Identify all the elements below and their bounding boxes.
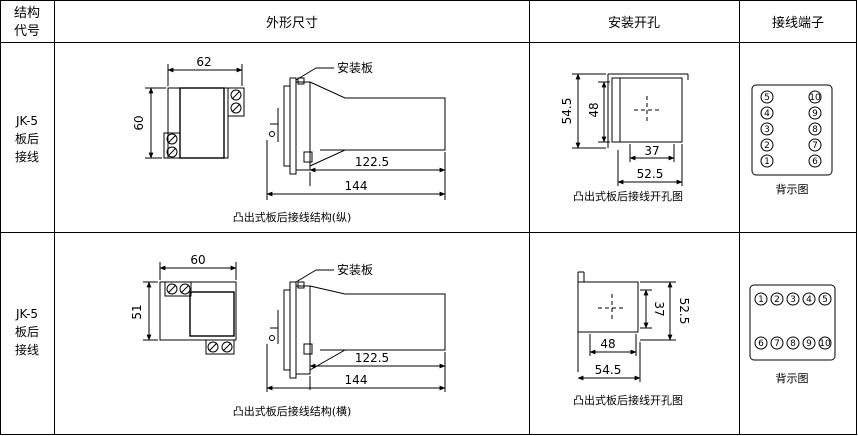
row1-pin: 9 [812,109,818,119]
svg-text:接线: 接线 [15,342,39,357]
row1-code: JK-5 板后 接线 [15,114,39,164]
header-outline: 外形尺寸 [266,16,318,31]
row1-pin: 5 [764,93,770,103]
row1-outline-drawing [145,64,446,200]
row1-cutout-drawing [572,73,689,186]
table-header: 结构 代号 外形尺寸 安装开孔 接线端子 [14,6,824,39]
row1-cutout-labels: 54.5 48 37 52.5 凸出式板后接线开孔图 [560,98,683,203]
row1-panel-label: 安装板 [337,60,373,75]
row2-code: JK-5 板后 接线 [15,307,39,357]
row2-dim-depth: 122.5 [355,351,389,365]
row2-outline-drawing [143,262,446,392]
row2-pin: 9 [806,339,812,349]
row1-terminal-caption: 背示图 [776,182,809,196]
row2-pin: 2 [774,295,780,305]
row2-cutout-labels: 52.5 37 48 54.5 凸出式板后接线开孔图 [573,298,691,407]
row2-pin: 8 [790,339,796,349]
row2-cutout-inner-w: 48 [600,337,615,351]
row1-pin: 6 [812,157,818,167]
header-code-line2: 代号 [14,24,40,39]
row2-outline-caption: 凸出式板后接线结构(横) [233,404,352,418]
row2-pin: 4 [806,295,812,305]
row1-terminal-block: 5 4 3 2 1 10 9 8 7 6 背示图 [751,84,833,196]
row2-dim-height: 51 [130,304,144,319]
row1-outline-caption: 凸出式板后接线结构(纵) [233,210,352,224]
row1-pin: 8 [812,125,818,135]
svg-text:板后: 板后 [15,325,39,339]
row1-pin: 10 [809,93,821,103]
svg-text:JK-5: JK-5 [15,114,38,128]
header-cutout: 安装开孔 [608,16,660,31]
row1-dim-total: 144 [345,179,368,193]
row2-terminal-block: 1 2 3 4 5 6 7 8 9 10 背示图 [749,284,836,385]
row1-cutout-inner: 48 [587,102,601,117]
svg-text:接线: 接线 [15,149,39,164]
row2-dim-width: 60 [190,253,205,267]
row1-cutout-caption: 凸出式板后接线开孔图 [573,189,683,203]
row2-pin: 7 [774,339,780,349]
row1-cutout-outer-w: 52.5 [637,167,664,181]
row2-cutout-drawing [577,271,676,382]
row2-pin: 1 [758,295,764,305]
row1-cutout-tall: 54.5 [560,98,574,125]
row1-pin: 4 [764,109,770,119]
header-terminal: 接线端子 [772,15,824,31]
row2-cutout-inner: 37 [652,301,666,316]
row1-pin: 2 [764,141,770,151]
row1-dim-width: 62 [196,55,211,69]
row2-pin: 6 [758,339,764,349]
svg-text:JK-5: JK-5 [15,307,38,321]
row2-cutout-tall: 52.5 [677,298,691,325]
row2-pin: 3 [790,295,796,305]
row2-panel-label: 安装板 [337,262,373,277]
row1-pin: 7 [812,141,818,151]
row2-cutout-outer-w: 54.5 [595,363,622,377]
row1-outline-labels: 62 60 安装板 122.5 144 凸出式板后接线结构(纵) [132,55,389,224]
row2-outline-labels: 60 51 安装板 122.5 144 凸出式板后接线结构(横) [130,253,389,418]
row1-cutout-inner-w: 37 [644,144,659,158]
header-code-line1: 结构 [14,6,40,21]
row2-cutout-caption: 凸出式板后接线开孔图 [573,393,683,407]
row2-dim-total: 144 [345,373,368,387]
svg-text:板后: 板后 [15,132,39,146]
row1-pin: 3 [764,125,770,135]
row1-pin: 1 [764,157,770,167]
row2-pin: 10 [819,339,831,349]
row1-dim-height: 60 [132,115,146,130]
row2-pin: 5 [822,295,828,305]
row1-dim-depth: 122.5 [355,155,389,169]
row2-terminal-caption: 背示图 [776,371,809,385]
